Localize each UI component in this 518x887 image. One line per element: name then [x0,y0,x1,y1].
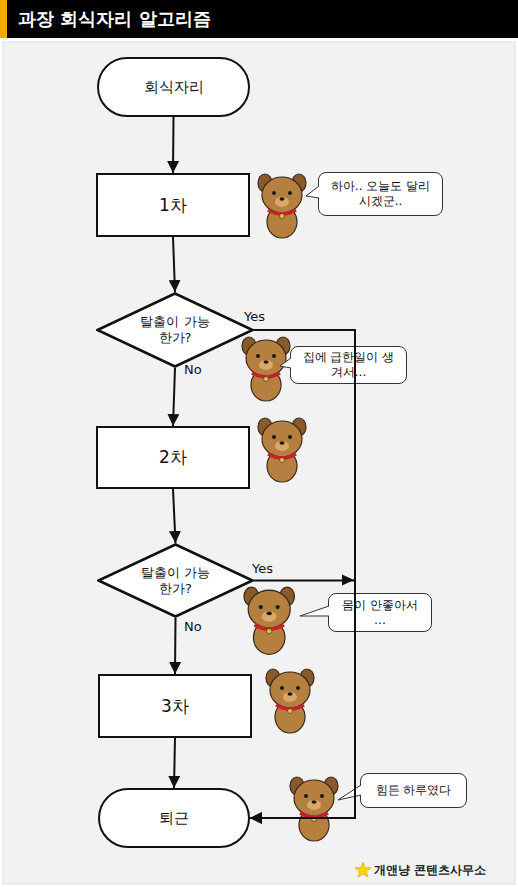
process-box: 2차 [96,426,250,489]
dog-character [242,337,290,401]
dog-character [266,669,314,733]
title-accent [0,0,7,38]
title-bar [0,0,518,38]
diagram-title: 과장 회식자리 알고리즘 [18,0,211,38]
flow-connector [172,117,175,173]
node-text: 탈출이 가능한가? [141,565,211,597]
process-box: 3차 [98,674,252,738]
flow-connector [173,489,176,543]
bubble-tail [300,606,329,616]
edge-label: No [184,362,202,377]
diamond-shape [99,545,253,617]
speech-bubble: 몸이 안좋아서 … [328,593,432,632]
panel-background [3,42,515,884]
flow-connector [174,738,175,788]
node-text: 2차 [159,446,187,469]
speech-bubble: 집에 급한일이 생겨서… [290,346,407,384]
bubble-tail [338,785,361,800]
edge-label: No [184,619,202,634]
node-text: 집에 급한일이 생겨서… [299,350,398,380]
decision-diamond: 탈출이 가능한가? [96,292,254,368]
process-box: 1차 [96,173,250,237]
bubble-tail [338,785,361,800]
node-text: 몸이 안좋아서 … [337,598,423,628]
star-symbol [355,862,371,877]
edge-label: Yes [244,309,265,324]
edge-label: Yes [252,561,273,576]
speech-bubble: 하아.. 오늘도 달리시겠군.. [318,172,443,216]
dog-character [258,418,306,482]
flow-connector [174,618,177,674]
dog-character [290,777,338,841]
flow-connector [173,237,175,292]
terminal-box: 회식자리 [97,57,250,117]
diamond-shape [98,294,253,367]
node-text: 탈출이 가능한가? [140,314,210,346]
dog-character [244,587,294,654]
flow-connector [173,368,175,426]
watermark-label: 개앤냥 콘텐츠사무소 [374,862,486,879]
bubble-tail [300,606,329,616]
flow-connector [250,330,355,818]
node-text: 1차 [159,194,187,217]
node-text: 회식자리 [144,78,204,97]
decision-diamond: 탈출이 가능한가? [97,543,254,618]
dog-character [258,174,306,238]
node-text: 퇴근 [159,809,189,828]
node-text: 하아.. 오늘도 달리시겠군.. [327,179,434,209]
terminal-box: 퇴근 [98,788,250,848]
speech-bubble: 힘든 하루였다 [360,773,467,808]
node-text: 힘든 하루였다 [376,783,452,798]
merge-arrowhead [342,575,354,586]
node-text: 3차 [161,695,189,718]
